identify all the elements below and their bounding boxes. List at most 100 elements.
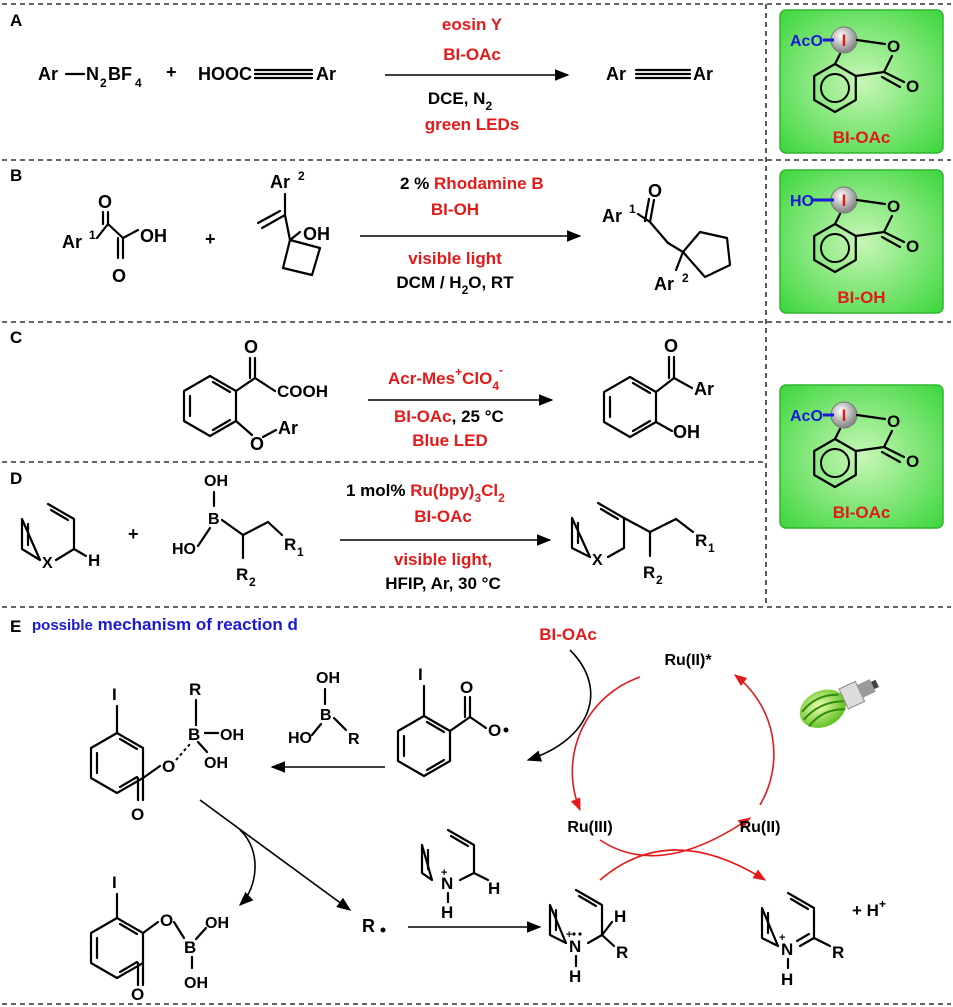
svg-text:1: 1	[708, 541, 715, 555]
diarylalkyne-product: Ar Ar	[606, 64, 713, 84]
svg-text:O: O	[131, 985, 144, 1004]
svg-text:I: I	[418, 665, 423, 684]
svg-text:H: H	[441, 903, 453, 922]
reagent-box-background	[779, 384, 944, 529]
aryl-glyoxylic-acid: Ar 1 O O OH	[62, 192, 167, 286]
svg-text:R: R	[643, 563, 655, 582]
ligand-label: AcO	[790, 408, 823, 425]
pyridinium-reagent: N + H H	[420, 828, 500, 922]
carbonyl-oxygen-label: O	[906, 237, 919, 256]
svg-text:H: H	[569, 967, 581, 986]
aromatic-circle	[820, 448, 850, 478]
svg-text:Acr-Mes+ClO4-: Acr-Mes+ClO4-	[388, 363, 503, 393]
svg-text:HOOC: HOOC	[198, 64, 252, 84]
svg-text:visible light: visible light	[408, 249, 502, 268]
svg-text:2: 2	[100, 76, 107, 90]
carbonyl-oxygen-label: O	[906, 77, 919, 96]
panel-b: B Ar 1 O O OH + Ar 2 OH 2	[10, 166, 732, 297]
svg-text:2: 2	[298, 169, 305, 183]
svg-text:OH: OH	[184, 975, 208, 992]
svg-text:Ar: Ar	[270, 172, 290, 192]
svg-text:BI-OAc: BI-OAc	[414, 507, 472, 526]
svg-text:R: R	[284, 535, 296, 554]
svg-text:1: 1	[297, 545, 304, 559]
svg-text:OH: OH	[220, 727, 244, 744]
svg-text:BI-OAc, 25 °C: BI-OAc, 25 °C	[394, 407, 504, 426]
plus-sign: +	[128, 524, 139, 544]
svg-text:O: O	[98, 192, 112, 212]
aryloxy-phenylglyoxylic-acid: O COOH O Ar	[182, 337, 328, 454]
panel-label-d: D	[10, 469, 22, 488]
svg-text:X: X	[42, 555, 53, 572]
svg-text:R: R	[695, 531, 707, 550]
panel-label-a: A	[10, 11, 22, 30]
svg-text:H: H	[488, 879, 500, 898]
svg-text:B: B	[320, 707, 332, 724]
vinyl-cyclobutanol: Ar 2 OH	[256, 169, 330, 277]
aromatic-circle	[820, 73, 850, 103]
svg-text:O: O	[160, 911, 173, 930]
bi-oac-activation-arrow	[526, 649, 592, 762]
hydroxybenzophenone-product: O Ar OH	[602, 336, 714, 442]
heteroarene: X H	[20, 502, 100, 572]
boronate-complex: I O O B R OH OH	[89, 680, 244, 824]
svg-text:N: N	[86, 64, 99, 84]
byproduct-arrow	[238, 829, 256, 906]
plus-sign: +	[166, 62, 177, 82]
svg-text:HFIP, Ar, 30 °C: HFIP, Ar, 30 °C	[385, 574, 500, 593]
svg-text:BF: BF	[108, 64, 132, 84]
conditions-d: 1 mol% Ru(bpy)3Cl2 BI-OAc visible light,…	[340, 481, 552, 593]
alkynoic-acid: HOOC Ar	[198, 64, 336, 84]
panel-e: E possible mechanism of reaction d BI-OA…	[10, 615, 886, 1004]
panel-label-b: B	[10, 166, 22, 185]
ru-iii-label: Ru(III)	[567, 819, 612, 836]
svg-text:N: N	[781, 940, 793, 959]
plus-sign: +	[205, 229, 216, 249]
svg-text:2: 2	[682, 271, 689, 285]
svg-text:Ar: Ar	[606, 64, 626, 84]
svg-text:+: +	[566, 929, 572, 941]
svg-text:H: H	[614, 907, 626, 926]
svg-text:4: 4	[135, 76, 142, 90]
svg-text:H: H	[781, 970, 793, 989]
alkylpyridinium-product: N + R H + H+	[760, 891, 886, 989]
svg-text:Ar: Ar	[602, 206, 622, 226]
reagent-name: BI-OH	[837, 288, 885, 307]
svg-text:O: O	[488, 721, 501, 740]
svg-text:R: R	[189, 680, 201, 699]
svg-text:Ar: Ar	[693, 64, 713, 84]
conditions-b: 2 % Rhodamine B BI-OH visible light DCM …	[360, 174, 582, 297]
alkyl-boronic-acid: OH B HO R 1 R 2	[172, 473, 304, 589]
cyclopentyl-ketone-product: Ar 1 O Ar 2	[602, 181, 732, 294]
svg-text:O: O	[112, 266, 126, 286]
panel-label-e: E	[10, 617, 21, 636]
svg-text:R: R	[236, 565, 248, 584]
conditions-c: Acr-Mes+ClO4- BI-OAc, 25 °C Blue LED	[368, 363, 554, 450]
ligand-label: AcO	[790, 33, 823, 50]
iodobenzoyl-boronate-byproduct: I O O B OH OH	[89, 873, 229, 1004]
radical-cation-intermediate: N + H R H	[548, 888, 628, 986]
reagent-box-background	[779, 9, 944, 154]
alkylboronic-acid-reagent: OH B HO R	[288, 670, 360, 748]
svg-text:Ar: Ar	[62, 232, 82, 252]
benzoyloxy-radical: I O O	[396, 665, 509, 778]
svg-text:N: N	[441, 874, 453, 893]
svg-text:OH: OH	[316, 670, 340, 687]
svg-text:HO: HO	[288, 730, 312, 747]
svg-text:OH: OH	[303, 224, 330, 244]
reagent-name: BI-OAc	[833, 128, 891, 147]
svg-text:Ar: Ar	[38, 64, 58, 84]
svg-text:O: O	[162, 757, 175, 776]
svg-text:O: O	[664, 336, 678, 356]
ring-oxygen-label: O	[887, 37, 900, 56]
reagent-name: BI-OAc	[833, 503, 891, 522]
svg-text:R: R	[616, 943, 628, 962]
ligand-label: HO	[790, 193, 814, 210]
reagent-box-background	[779, 169, 944, 314]
svg-text:R: R	[362, 916, 375, 936]
svg-text:O: O	[250, 434, 264, 454]
